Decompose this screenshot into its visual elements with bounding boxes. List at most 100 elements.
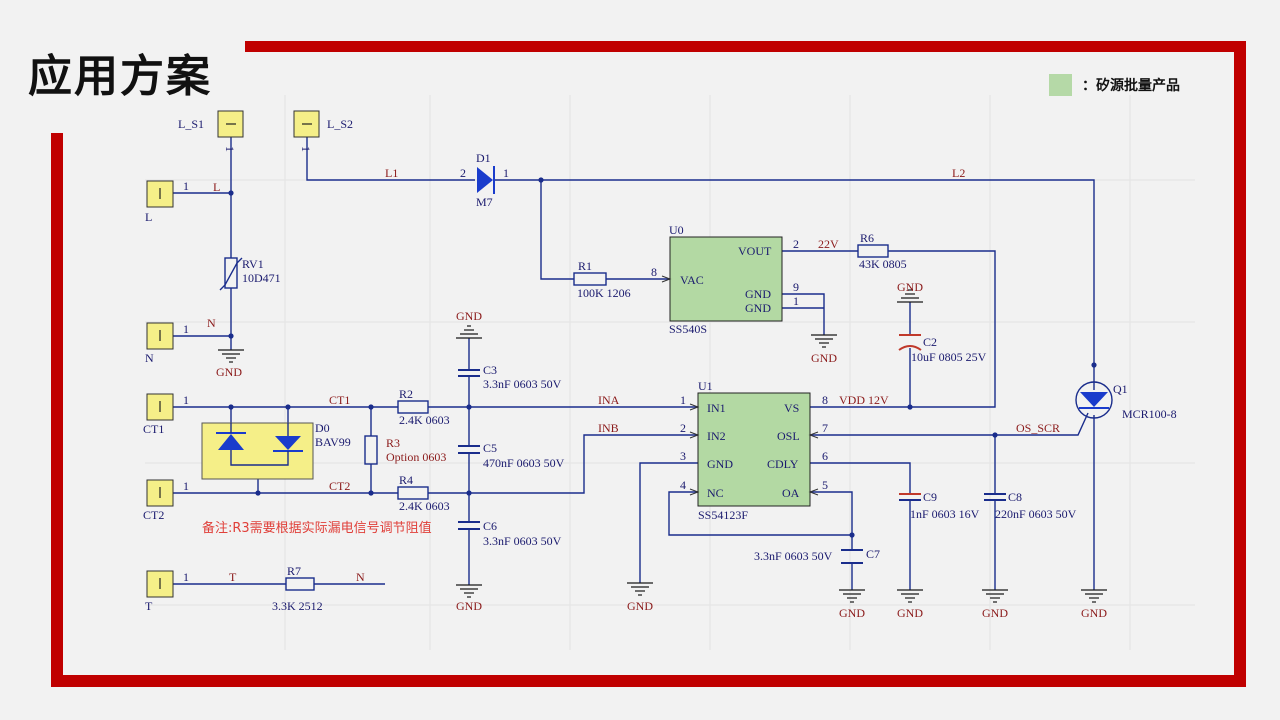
connector-ct2-label: CT2 bbox=[143, 508, 164, 522]
c6-ref: C6 bbox=[483, 519, 497, 533]
resistor-r6: R6 43K 0805 bbox=[857, 231, 907, 271]
wires bbox=[173, 137, 1095, 590]
u0-pin-gnd-2: GND bbox=[745, 301, 771, 315]
connector-l-label: L bbox=[145, 210, 152, 224]
connector-ct1: CT1 1 bbox=[143, 393, 189, 436]
ic-u0: U0 SS540S VOUT VAC GND GND 2 8 9 1 bbox=[651, 223, 799, 336]
c8-ref: C8 bbox=[1008, 490, 1022, 504]
connector-n-pin: 1 bbox=[183, 322, 189, 336]
u1-pin-in1: IN1 bbox=[707, 401, 726, 415]
u1-pin-cdly: CDLY bbox=[767, 457, 799, 471]
ground-labels: GND GND GND GND GND GND GND GND GND GND bbox=[216, 280, 1107, 620]
thyristor-q1: Q1 MCR100-8 bbox=[1075, 381, 1177, 421]
net-label-l: L bbox=[213, 180, 220, 194]
r1-ref: R1 bbox=[578, 259, 592, 273]
net-label-l1: L1 bbox=[385, 166, 398, 180]
ground-c6 bbox=[456, 584, 482, 598]
u0-num-vac: 8 bbox=[651, 265, 657, 279]
ground-label: GND bbox=[1081, 606, 1107, 620]
r1-value: 100K 1206 bbox=[577, 286, 631, 300]
u0-part: SS540S bbox=[669, 322, 707, 336]
connector-t: T 1 bbox=[145, 570, 189, 613]
c6-value: 3.3nF 0603 50V bbox=[483, 534, 562, 548]
net-label-vdd: VDD 12V bbox=[839, 393, 889, 407]
ground-c9 bbox=[897, 589, 923, 603]
net-label-t: T bbox=[229, 570, 237, 584]
ground-c7 bbox=[839, 589, 865, 603]
rv1-value: 10D471 bbox=[242, 271, 281, 285]
ground-label: GND bbox=[897, 280, 923, 294]
resistor-r3: R3 Option 0603 bbox=[364, 435, 446, 465]
u1-num-osl: 7 bbox=[822, 421, 828, 435]
capacitor-c8: C8 220nF 0603 50V bbox=[984, 490, 1077, 521]
r6-value: 43K 0805 bbox=[859, 257, 907, 271]
d1-value: M7 bbox=[476, 195, 493, 209]
u0-num-gnd-1: 9 bbox=[793, 280, 799, 294]
u1-num-gnd: 3 bbox=[680, 449, 686, 463]
capacitor-c6: C6 3.3nF 0603 50V bbox=[458, 519, 562, 548]
ground-u1 bbox=[627, 582, 653, 596]
net-label-ina: INA bbox=[598, 393, 620, 407]
r2-value: 2.4K 0603 bbox=[399, 413, 450, 427]
r3-value: Option 0603 bbox=[386, 450, 446, 464]
r7-value: 3.3K 2512 bbox=[272, 599, 323, 613]
capacitor-c5: C5 470nF 0603 50V bbox=[458, 441, 565, 470]
u0-ref: U0 bbox=[669, 223, 684, 237]
u1-num-in1: 1 bbox=[680, 393, 686, 407]
ground-c3-top bbox=[456, 325, 482, 339]
u0-num-gnd-2: 1 bbox=[793, 294, 799, 308]
q1-value: MCR100-8 bbox=[1122, 407, 1177, 421]
r2-ref: R2 bbox=[399, 387, 413, 401]
connector-ct2-pin: 1 bbox=[183, 479, 189, 493]
red-frame bbox=[51, 41, 1246, 687]
u1-num-cdly: 6 bbox=[822, 449, 828, 463]
c3-ref: C3 bbox=[483, 363, 497, 377]
page-title: 应用方案 bbox=[28, 51, 212, 102]
d0-ref: D0 bbox=[315, 421, 330, 435]
d1-ref: D1 bbox=[476, 151, 491, 165]
ground-n bbox=[218, 349, 244, 363]
net-label-l2: L2 bbox=[952, 166, 965, 180]
d1-pin-k: 1 bbox=[503, 166, 509, 180]
legend-swatch bbox=[1049, 74, 1072, 96]
capacitor-c3: C3 3.3nF 0603 50V bbox=[458, 363, 562, 391]
c9-ref: C9 bbox=[923, 490, 937, 504]
c2-value: 10uF 0805 25V bbox=[911, 350, 987, 364]
net-label-inb: INB bbox=[598, 421, 619, 435]
u1-pin-vs: VS bbox=[784, 401, 799, 415]
u1-pin-osl: OSL bbox=[777, 429, 800, 443]
connector-n: N 1 bbox=[145, 322, 189, 365]
net-label-n-2: N bbox=[356, 570, 365, 584]
ground-label: GND bbox=[897, 606, 923, 620]
varistor-rv1: RV1 10D471 bbox=[219, 257, 281, 291]
connector-l-s1-pin: 1 bbox=[223, 146, 237, 152]
resistor-r1: R1 100K 1206 bbox=[573, 259, 631, 300]
ground-label: GND bbox=[456, 599, 482, 613]
connector-l-s2-pin: 1 bbox=[299, 146, 313, 152]
u1-part: SS54123F bbox=[698, 508, 748, 522]
capacitor-c2: C2 10uF 0805 25V bbox=[898, 334, 987, 364]
d1-pin-a: 2 bbox=[460, 166, 466, 180]
sheet-grid bbox=[145, 95, 1195, 650]
c8-value: 220nF 0603 50V bbox=[995, 507, 1077, 521]
design-note: 备注:R3需要根据实际漏电信号调节阻值 bbox=[202, 520, 432, 536]
u1-num-oa: 5 bbox=[822, 478, 828, 492]
resistor-r4: R4 2.4K 0603 bbox=[397, 473, 450, 513]
ground-u0 bbox=[811, 334, 837, 348]
ground-label: GND bbox=[456, 309, 482, 323]
c3-value: 3.3nF 0603 50V bbox=[483, 377, 562, 391]
ground-c2 bbox=[897, 289, 923, 303]
connector-l-s2: L_S2 1 bbox=[293, 110, 353, 152]
net-label-22v: 22V bbox=[818, 237, 839, 251]
connector-l-s2-label: L_S2 bbox=[327, 117, 353, 131]
connector-l-pin: 1 bbox=[183, 179, 189, 193]
connector-l-s1-label: L_S1 bbox=[178, 117, 204, 131]
u0-num-vout: 2 bbox=[793, 237, 799, 251]
connector-ct1-label: CT1 bbox=[143, 422, 164, 436]
u0-pin-vac: VAC bbox=[680, 273, 704, 287]
u1-pin-oa: OA bbox=[782, 486, 800, 500]
r4-ref: R4 bbox=[399, 473, 413, 487]
ground-label: GND bbox=[839, 606, 865, 620]
junctions bbox=[228, 177, 1097, 538]
